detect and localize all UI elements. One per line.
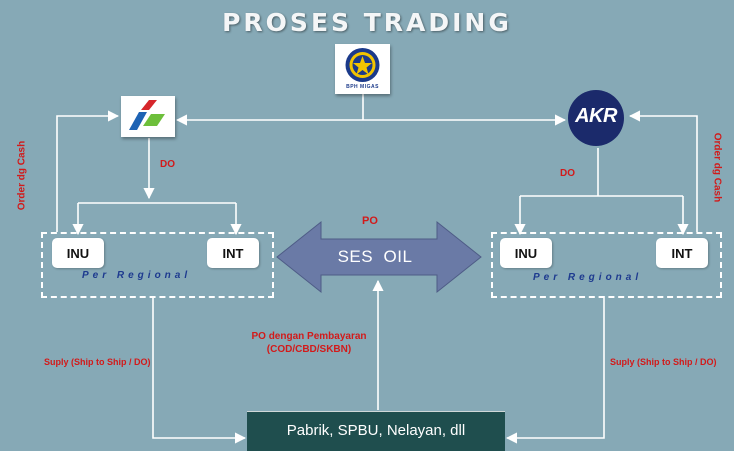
left-supply-arrow bbox=[152, 296, 247, 444]
page-title: PROSES TRADING bbox=[222, 8, 512, 37]
ses-oil-double-arrow bbox=[276, 220, 482, 294]
akr-logo bbox=[567, 89, 625, 147]
bph-migas-star-icon bbox=[345, 48, 380, 82]
right-order-arrow bbox=[628, 110, 698, 232]
ses-oil-label: SES OIL bbox=[337, 247, 413, 266]
right-int-node: INT bbox=[656, 238, 708, 268]
right-supply-arrow bbox=[505, 296, 605, 444]
right-do-label: DO bbox=[560, 168, 575, 179]
customer-box: Pabrik, SPBU, Nelayan, dll bbox=[247, 411, 505, 451]
left-regional-label: Per Regional bbox=[82, 270, 192, 281]
right-supply-label: Suply (Ship to Ship / DO) bbox=[610, 357, 717, 367]
right-order-label: Order dg Cash bbox=[711, 132, 723, 203]
pertamina-icon bbox=[129, 100, 165, 130]
left-order-arrow bbox=[56, 110, 120, 232]
left-order-label: Order dg Cash bbox=[16, 140, 28, 211]
left-regional-box bbox=[41, 232, 274, 298]
left-inu-node: INU bbox=[52, 238, 104, 268]
akr-logo-text: AKR bbox=[575, 105, 617, 127]
akr-circle-icon bbox=[568, 90, 624, 146]
po-payment-label: PO dengan Pembayaran (COD/CBD/SKBN) bbox=[251, 331, 367, 355]
right-regional-label: Per Regional bbox=[533, 272, 643, 283]
right-regional-box bbox=[491, 232, 722, 298]
bph-migas-logo bbox=[335, 44, 390, 94]
right-inu-node: INU bbox=[500, 238, 552, 268]
pertamina-logo bbox=[121, 96, 175, 137]
left-do-label: DO bbox=[160, 159, 175, 170]
po-label: PO bbox=[362, 215, 378, 227]
bph-migas-caption: BPH MIGAS bbox=[346, 84, 379, 90]
left-supply-label: Suply (Ship to Ship / DO) bbox=[44, 357, 151, 367]
left-int-node: INT bbox=[207, 238, 259, 268]
